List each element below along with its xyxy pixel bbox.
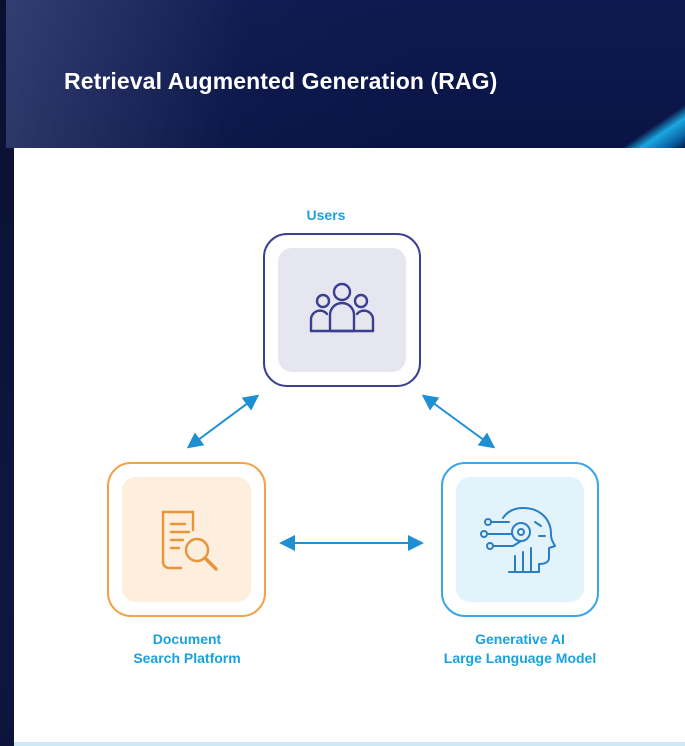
users-label: Users xyxy=(306,207,346,223)
document-search-node-fill xyxy=(122,477,251,602)
document-search-label-line1: Document xyxy=(152,631,222,647)
llm-node-fill xyxy=(456,477,584,602)
arrow-users-document xyxy=(186,394,260,449)
ai-head-circuit-icon xyxy=(480,507,556,573)
users-group-icon xyxy=(309,282,375,333)
decorative-streak xyxy=(618,92,685,148)
connection-arrows xyxy=(186,394,496,551)
document-search-label-line2: Search Platform xyxy=(133,650,241,666)
llm-node xyxy=(441,462,599,617)
llm-label-line2: Large Language Model xyxy=(443,650,597,666)
document-search-node xyxy=(107,462,266,617)
llm-label: Generative AI Large Language Model xyxy=(420,630,620,668)
document-search-icon xyxy=(161,510,218,571)
users-node xyxy=(263,233,421,387)
llm-label-line1: Generative AI xyxy=(475,631,565,647)
arrow-users-llm xyxy=(421,394,496,449)
page-title: Retrieval Augmented Generation (RAG) xyxy=(64,68,498,94)
header-banner: Retrieval Augmented Generation (RAG) xyxy=(6,0,685,148)
diagram-canvas: Users xyxy=(14,148,685,742)
users-node-fill xyxy=(278,248,406,372)
document-search-label: Document Search Platform xyxy=(102,630,272,668)
bottom-accent-bar xyxy=(14,742,685,746)
